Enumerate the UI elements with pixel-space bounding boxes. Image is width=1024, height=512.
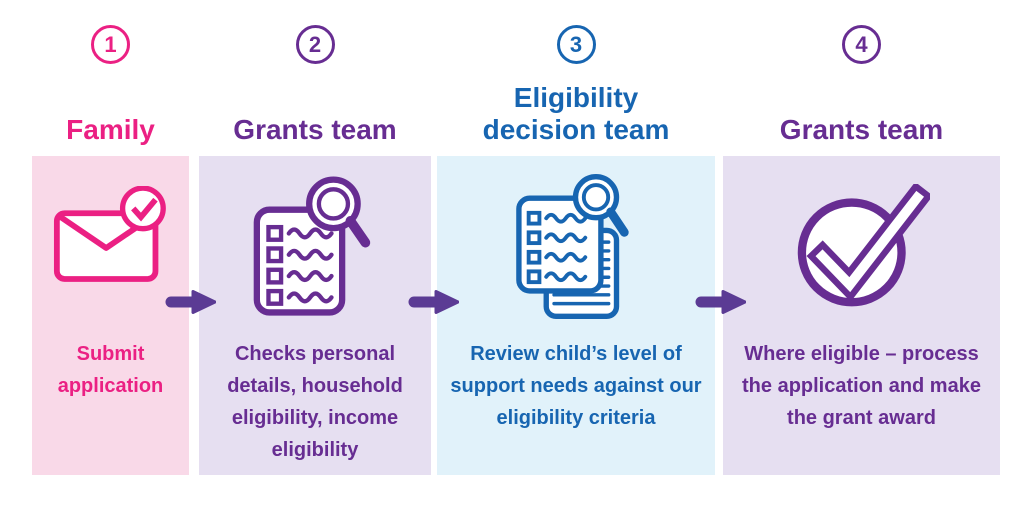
step-actor-heading: Eligibility decision team <box>482 81 670 145</box>
step-card: Review child’s level of support needs ag… <box>437 156 715 475</box>
step-card: Checks personal details, household eligi… <box>199 156 431 475</box>
step-number-badge: 4 <box>842 25 881 64</box>
step-column-eligibility-decision-team: 3 Eligibility decision team <box>437 20 715 475</box>
step-number-badge: 2 <box>295 25 335 64</box>
step-number: 2 <box>308 31 322 57</box>
step-number-badge: 3 <box>556 25 596 64</box>
step-column-grants-team: 2 Grants team <box>199 20 431 475</box>
step-actor-heading: Grants team <box>233 113 397 145</box>
documents-magnifier-icon <box>515 168 637 326</box>
arrow-right-icon <box>164 289 216 315</box>
arrow-right-icon <box>407 289 459 315</box>
step-description: Where eligible – process the application… <box>742 343 981 429</box>
arrow-right-icon <box>694 289 746 315</box>
step-card: Submit application <box>32 156 189 475</box>
step-card: Where eligible – process the application… <box>723 156 1000 475</box>
circle-check-icon <box>793 168 930 326</box>
step-column-family: 1 Family Submit application <box>32 20 189 475</box>
step-number-badge: 1 <box>91 25 130 64</box>
step-actor-wrap: Family <box>66 64 155 151</box>
step-actor-heading: Family <box>66 113 155 145</box>
step-number: 4 <box>855 31 868 57</box>
step-description: Submit application <box>57 343 164 397</box>
step-actor-wrap: Eligibility decision team <box>474 64 679 151</box>
checklist-magnifier-icon <box>252 168 378 326</box>
step-actor-heading: Grants team <box>779 113 944 145</box>
step-column-grants-team-2: 4 Grants team Where eligible – process t… <box>723 20 1000 475</box>
step-number: 3 <box>569 31 583 57</box>
step-number: 1 <box>104 31 117 57</box>
step-actor-wrap: Grants team <box>233 64 396 151</box>
step-description: Checks personal details, household eligi… <box>227 343 403 461</box>
step-description: Review child’s level of support needs ag… <box>450 343 702 429</box>
step-actor-wrap: Grants team <box>780 64 943 151</box>
envelope-check-icon <box>53 168 169 326</box>
